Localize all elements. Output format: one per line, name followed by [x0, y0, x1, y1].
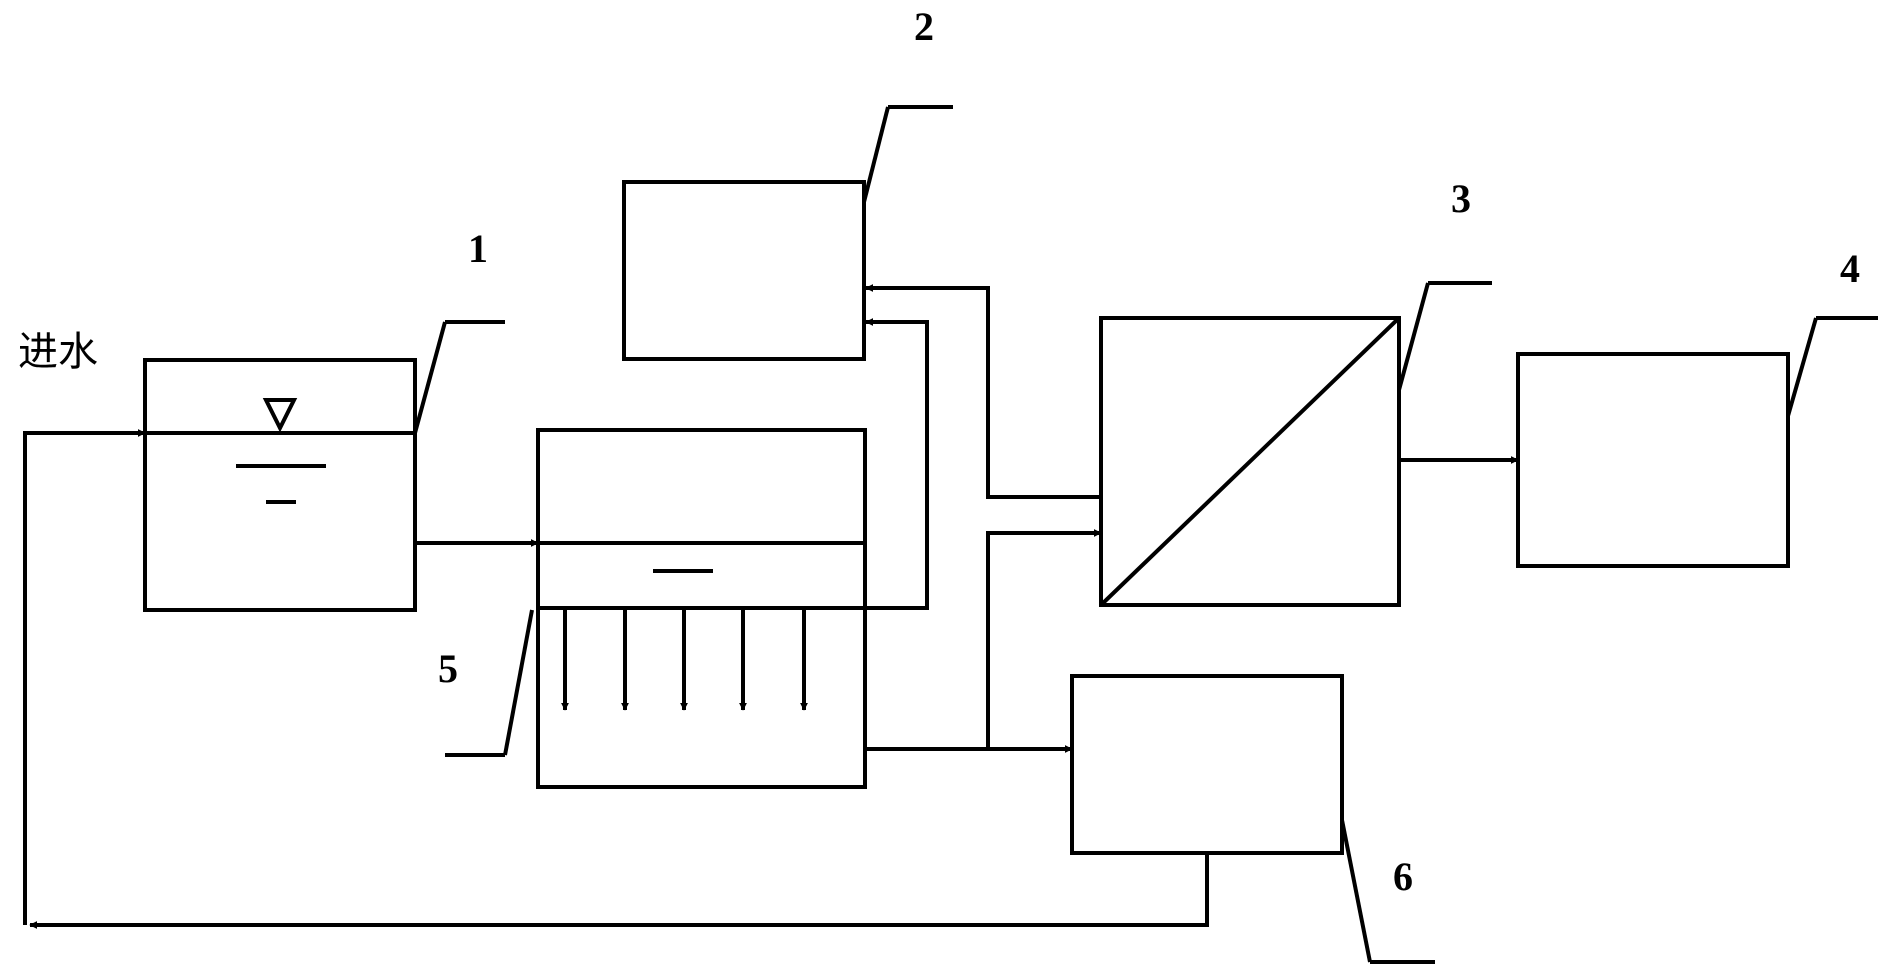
label-unit-2: 2 [914, 4, 934, 49]
flow-6-return [29, 853, 1209, 929]
unit-2-leader [862, 106, 890, 203]
label-unit-1: 1 [468, 226, 488, 271]
label-unit-3: 3 [1451, 176, 1471, 221]
flow-branch-to-3 [986, 529, 1102, 749]
unit-3-leader [1397, 282, 1430, 391]
unit-5-leader [503, 609, 534, 756]
unit-4-leader [1786, 317, 1818, 417]
water-level-icon [262, 398, 298, 433]
label-unit-5: 5 [438, 646, 458, 691]
label-inlet: 进水 [18, 329, 98, 375]
unit-1-leader [413, 321, 447, 434]
unit-1-tank [143, 358, 417, 612]
inlet-flow-line [23, 429, 146, 925]
unit-6-leader [1340, 819, 1372, 963]
unit-4-box [1516, 352, 1790, 568]
label-unit-6: 6 [1393, 854, 1413, 899]
unit-3-membrane-diagonal [1099, 316, 1401, 607]
unit-6-box [1070, 674, 1344, 855]
label-unit-4: 4 [1840, 246, 1860, 291]
unit-2-box [622, 180, 866, 361]
flow-5-to-2 [865, 318, 929, 610]
flow-3-to-2 [865, 284, 1101, 499]
